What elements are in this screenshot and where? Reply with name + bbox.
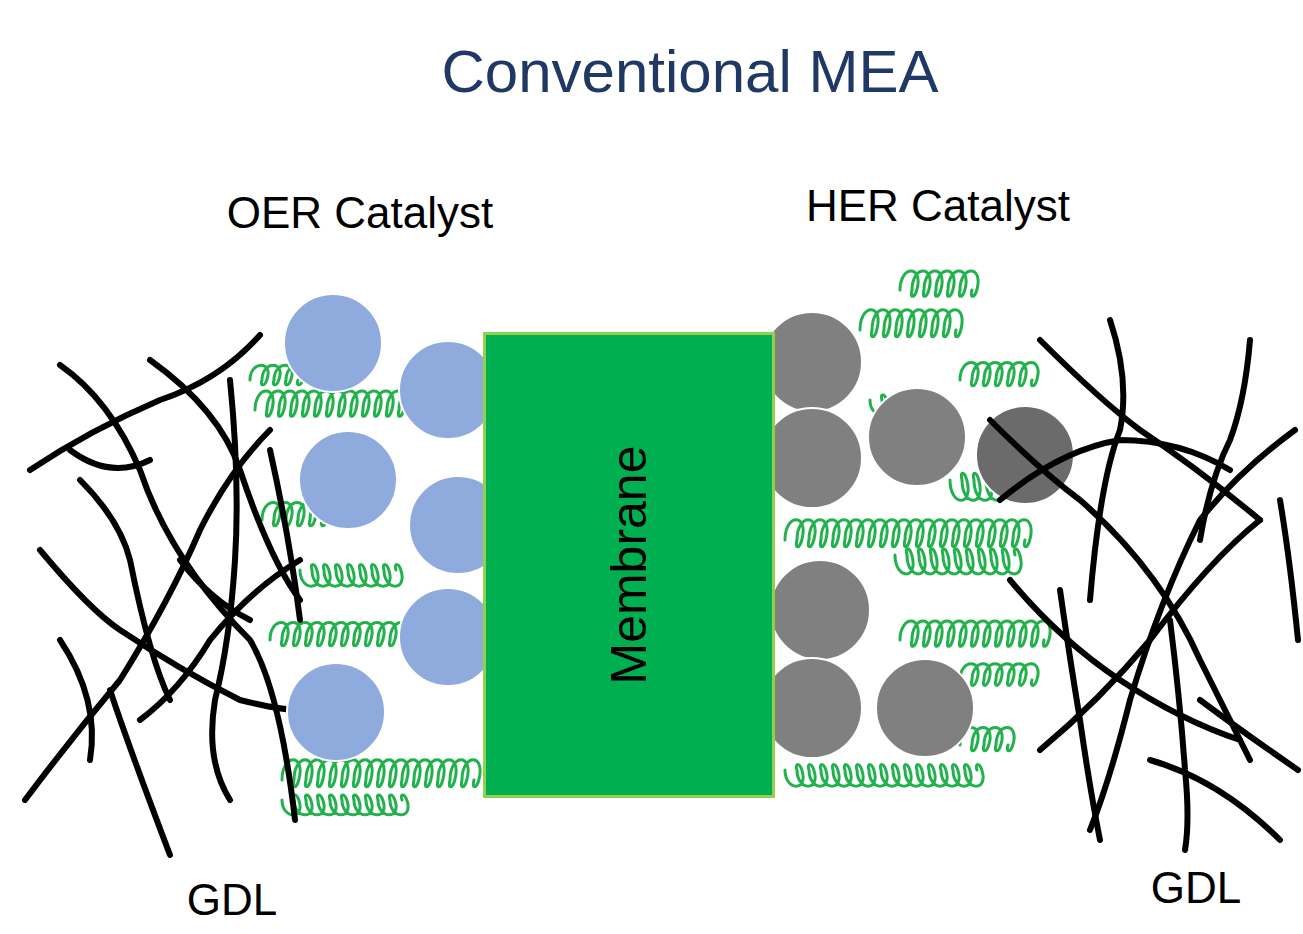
her-catalyst-particle [762, 408, 862, 508]
her-catalyst-particle [762, 312, 862, 412]
ionomer-coil [895, 549, 1021, 574]
gdl-fiber [990, 320, 1298, 850]
membrane-label: Membrane [604, 446, 654, 685]
gdl-fiber [1170, 620, 1188, 850]
ionomer-coil [785, 765, 983, 787]
ionomer-coil [282, 795, 408, 815]
gdl-fiber [1010, 580, 1240, 740]
ionomer-coil [785, 520, 1031, 547]
gdl-fiber [1280, 500, 1298, 640]
her-catalyst-particle [868, 388, 966, 486]
gdl-fiber [70, 450, 150, 468]
catalyst-label: OER Catalyst [227, 191, 494, 235]
catalyst-label: HER Catalyst [806, 184, 1070, 228]
ionomer-coil [960, 664, 1038, 686]
gdl-fiber [1200, 700, 1298, 770]
gdl-fiber [1040, 520, 1260, 750]
gdl-fiber [60, 640, 92, 760]
oer-catalyst-particle [287, 663, 385, 761]
oer-catalyst-particle [284, 294, 382, 392]
ionomer-coil [270, 622, 420, 645]
gdl-fiber [110, 690, 170, 855]
her-catalyst-particle [762, 658, 862, 758]
diagram-title: Conventional MEA [442, 42, 939, 102]
her-catalyst-particle [762, 312, 1074, 758]
ionomer-coil [250, 271, 1050, 815]
gdl-fiber [270, 450, 300, 620]
ionomer-coil [860, 310, 962, 337]
her-catalyst-particle [770, 560, 870, 660]
gdl-fiber [1000, 440, 1230, 500]
gdl-fiber [40, 550, 300, 710]
ionomer-coil [282, 760, 480, 787]
oer-catalyst-particle [299, 431, 397, 529]
ionomer-coil [960, 362, 1038, 385]
oer-catalyst-particle [284, 294, 507, 761]
gdl-fiber [1090, 430, 1295, 830]
her-catalyst-particle [876, 659, 974, 757]
gdl-fiber [212, 380, 237, 800]
gdl-label: GDL [1151, 866, 1241, 910]
gdl-fiber [1150, 760, 1280, 840]
gdl-fiber [25, 335, 300, 855]
gdl-fiber [140, 560, 300, 720]
gdl-fiber [30, 335, 260, 470]
ionomer-coil [900, 271, 978, 296]
gdl-fiber [1090, 320, 1123, 600]
gdl-label: GDL [187, 878, 277, 922]
membrane-box: Membrane [483, 332, 775, 798]
ionomer-coil [300, 565, 402, 587]
ionomer-coil [900, 621, 1050, 646]
